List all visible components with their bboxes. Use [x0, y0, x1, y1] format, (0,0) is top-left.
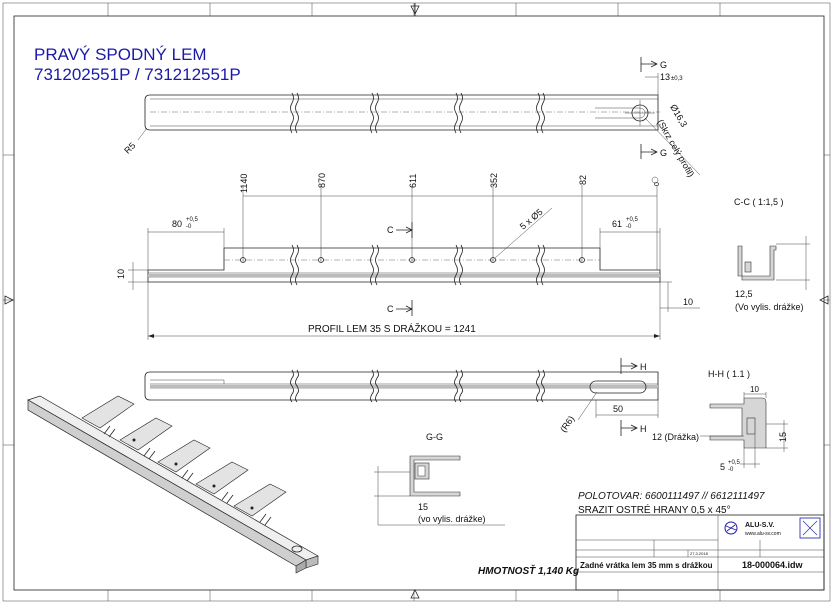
dim-holes: 5 x Ø5 — [518, 207, 545, 232]
section-hh: H-H ( 1.1 ) 10 12 (Drážka) 15 5 +0,5 -0 — [652, 369, 788, 473]
svg-text:+0,5: +0,5 — [186, 217, 199, 223]
section-cc: C-C ( 1:1,5 ) 12,5 (Vo vylis. drážke) — [734, 197, 810, 312]
ordinate-0: 0 — [654, 182, 661, 186]
part-numbers: 731202551P / 731212551P — [34, 65, 241, 84]
dim-total-length: PROFIL LEM 35 S DRÁŽKOU = 1241 — [308, 322, 476, 335]
section-hh-title: H-H ( 1.1 ) — [708, 369, 750, 379]
dim-80: 80 — [172, 219, 182, 229]
ordinate-611: 611 — [408, 174, 418, 188]
top-view — [144, 92, 660, 134]
section-hh-dim-groove: 12 (Drážka) — [652, 432, 699, 442]
svg-text:H: H — [640, 362, 647, 372]
dim-10-right: 10 — [683, 297, 693, 307]
section-cc-title: C-C ( 1:1,5 ) — [734, 197, 784, 207]
drawing-date: 27.3.2018 — [690, 551, 709, 556]
dim-hole-diameter: Ø16,3 — [668, 103, 689, 129]
ordinate-1140: 1140 — [239, 174, 249, 193]
ordinate-870: 870 — [317, 173, 327, 188]
section-marker-h: H H — [620, 358, 647, 436]
section-gg-title: G-G — [426, 432, 443, 442]
section-marker-g: G G — [640, 57, 667, 159]
svg-text:+0,5: +0,5 — [626, 217, 639, 223]
section-hh-dim-top: 10 — [750, 385, 759, 394]
svg-text:G: G — [660, 60, 667, 70]
svg-text:+0,5: +0,5 — [728, 460, 741, 466]
part-title: PRAVÝ SPODNÝ LEM — [34, 45, 207, 64]
company-name: ALU-S.V. — [745, 522, 774, 529]
company-logo — [724, 517, 821, 539]
note-weight: HMOTNOSŤ 1,140 Kg — [478, 564, 579, 577]
section-cc-note: (Vo vylis. drážke) — [735, 302, 804, 312]
company-website: www.alu-sv.com — [745, 531, 781, 537]
section-gg-note: (vo vylis. drážke) — [418, 514, 486, 524]
svg-text:-0: -0 — [728, 467, 734, 473]
middle-view: 1140 870 611 352 82 0 — [147, 173, 661, 286]
section-gg-dim: 15 — [418, 502, 428, 512]
part-description: Zadné vrátka lem 35 mm s drážkou — [580, 561, 713, 570]
dim-50: 50 — [613, 404, 623, 414]
note-srazit: SRAZIT OSTRÉ HRANY 0,5 x 45° — [578, 503, 731, 516]
note-polotovar: POLOTOVAR: 6600111497 // 6612111497 — [578, 491, 765, 502]
dim-r5: R5 — [122, 140, 137, 155]
title-block: ALU-S.V. www.alu-sv.com 27.3.2018 Zadné … — [575, 514, 825, 591]
section-gg: G-G 15 (vo vylis. drážke) — [374, 432, 505, 526]
ordinate-82: 82 — [578, 175, 588, 185]
svg-text:±0,3: ±0,3 — [671, 76, 683, 82]
drawing-number: 18-000064.idw — [742, 560, 804, 570]
bottom-view — [144, 369, 659, 403]
svg-text:C: C — [387, 304, 394, 314]
dim-10-left: 10 — [116, 269, 126, 279]
svg-text:-0: -0 — [626, 224, 632, 230]
dim-61: 61 — [612, 219, 622, 229]
section-marker-c: C C — [387, 222, 413, 316]
section-hh-dim-bottom: 5 — [720, 462, 725, 472]
ordinate-352: 352 — [489, 173, 499, 188]
svg-text:G: G — [660, 148, 667, 158]
svg-text:C: C — [387, 225, 394, 235]
dim-13: 13 — [660, 72, 670, 82]
section-cc-dim: 12,5 — [735, 289, 753, 299]
svg-text:H: H — [640, 424, 647, 434]
svg-text:-0: -0 — [186, 224, 192, 230]
isometric-view — [27, 395, 319, 574]
dim-r6: (R6) — [558, 414, 576, 434]
section-hh-dim-side: 15 — [778, 432, 788, 442]
